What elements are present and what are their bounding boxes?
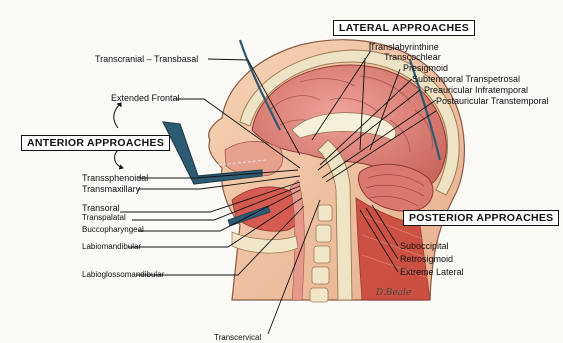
label-translabyrinthine: Translabyrinthine [370, 42, 439, 52]
label-transcochlear: Transcochlear [384, 52, 441, 62]
label-preauricular-infratemporal: Preauricular Infratemporal [424, 85, 528, 95]
label-transoral: Transoral [82, 203, 120, 213]
label-labioglossomandibular: Labioglossomandibular [82, 270, 164, 280]
label-transpalatal: Transpalatal [82, 213, 126, 223]
label-transsphenoidal: Transsphenoidal [82, 173, 148, 183]
label-extreme-lateral: Extreme Lateral [400, 267, 464, 277]
lateral-approaches-header: LATERAL APPROACHES [333, 20, 475, 36]
label-buccopharyngeal: Buccopharyngeal [82, 225, 144, 235]
label-extended-frontal: Extended Frontal [111, 93, 180, 103]
label-presigmoid: Presigmoid [403, 63, 448, 73]
label-postauricular-transtemporal: Postauricular Transtemporal [436, 96, 549, 106]
label-transcranial-transbasal: Transcranial – Transbasal [95, 54, 198, 64]
label-labiomandibular: Labiomandibular [82, 242, 141, 252]
anterior-approaches-header: ANTERIOR APPROACHES [21, 135, 170, 151]
label-retrosigmoid: Retrosigmoid [400, 254, 453, 264]
label-transmaxillary: Transmaxillary [82, 184, 140, 194]
label-suboccipital: Suboccipital [400, 241, 449, 251]
artist-signature: D.Beale [376, 288, 411, 298]
posterior-approaches-header: POSTERIOR APPROACHES [403, 210, 559, 226]
label-transcervical: Transcervical [214, 333, 261, 343]
label-subtemporal-transpetrosal: Subtemporal Transpetrosal [412, 74, 520, 84]
